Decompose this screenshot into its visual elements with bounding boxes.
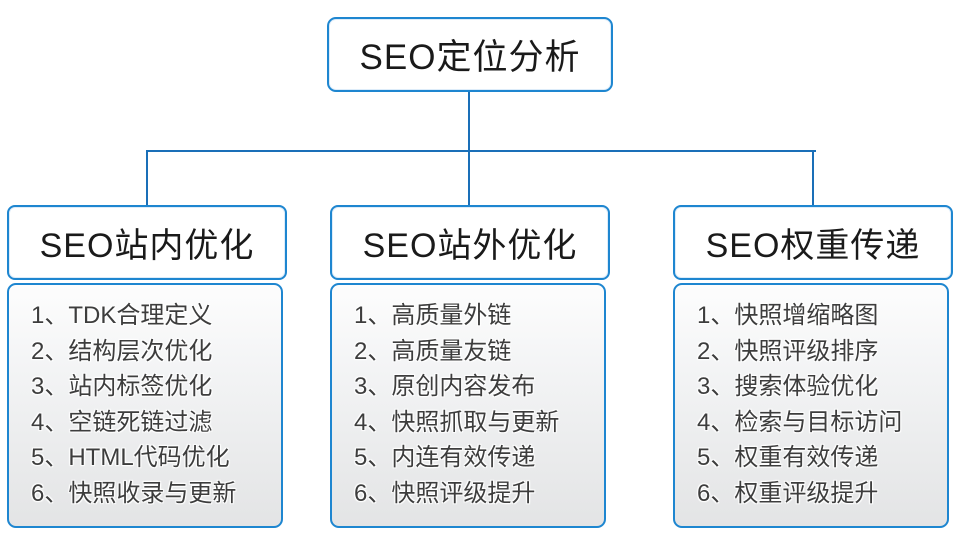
column-offsite-optimization: SEO站外优化 1、高质量外链 2、高质量友链 3、原创内容发布 4、快照抓取与更新 5…: [330, 205, 610, 528]
column-title: SEO权重传递: [705, 227, 921, 265]
list-item: 6、快照收录与更新: [31, 479, 237, 507]
list-item: 6、快照评级提升: [354, 479, 536, 507]
column-item-list: 1、高质量外链 2、高质量友链 3、原创内容发布 4、快照抓取与更新 5、内连有效传递 6…: [330, 283, 606, 528]
list-item: 2、快照评级排序: [697, 337, 879, 365]
list-item: 1、高质量外链: [354, 302, 512, 329]
column-item-list: 1、快照增缩略图 2、快照评级排序 3、搜索体验优化 4、检索与目标访问 5、权重有效传…: [673, 283, 949, 528]
connector-drop-left: [146, 150, 148, 207]
column-onsite-optimization: SEO站内优化 1、TDK合理定义 2、结构层次优化 3、站内标签优化 4、空链死链过…: [7, 205, 287, 528]
list-item: 6、权重评级提升: [697, 479, 879, 507]
list-item: 4、检索与目标访问: [697, 408, 903, 436]
connector-cross-bar: [146, 150, 816, 152]
list-item: 3、搜索体验优化: [697, 373, 879, 400]
column-item-list: 1、TDK合理定义 2、结构层次优化 3、站内标签优化 4、空链死链过滤 5、HTML代…: [7, 283, 283, 528]
column-weight-transfer: SEO权重传递 1、快照增缩略图 2、快照评级排序 3、搜索体验优化 4、检索与目标访…: [673, 205, 953, 528]
list-item: 2、高质量友链: [354, 337, 512, 365]
column-header: SEO站外优化: [330, 205, 610, 280]
column-title: SEO站外优化: [362, 227, 578, 265]
root-node-seo-positioning: SEO定位分析: [327, 17, 613, 92]
list-item: 4、空链死链过滤: [31, 408, 213, 436]
list-item: 5、权重有效传递: [697, 444, 879, 471]
list-item: 1、TDK合理定义: [31, 302, 213, 329]
column-title: SEO站内优化: [39, 227, 255, 265]
list-item: 2、结构层次优化: [31, 337, 213, 365]
list-item: 1、快照增缩略图: [697, 302, 879, 329]
column-header: SEO权重传递: [673, 205, 953, 280]
list-item: 3、站内标签优化: [31, 373, 213, 400]
connector-drop-right: [812, 150, 814, 207]
column-header: SEO站内优化: [7, 205, 287, 280]
list-item: 5、HTML代码优化: [31, 444, 230, 471]
list-item: 4、快照抓取与更新: [354, 408, 560, 436]
connector-root-stem: [468, 92, 470, 151]
root-node-label: SEO定位分析: [359, 38, 581, 77]
connector-drop-center: [468, 150, 470, 207]
list-item: 3、原创内容发布: [354, 373, 536, 400]
list-item: 5、内连有效传递: [354, 444, 536, 471]
